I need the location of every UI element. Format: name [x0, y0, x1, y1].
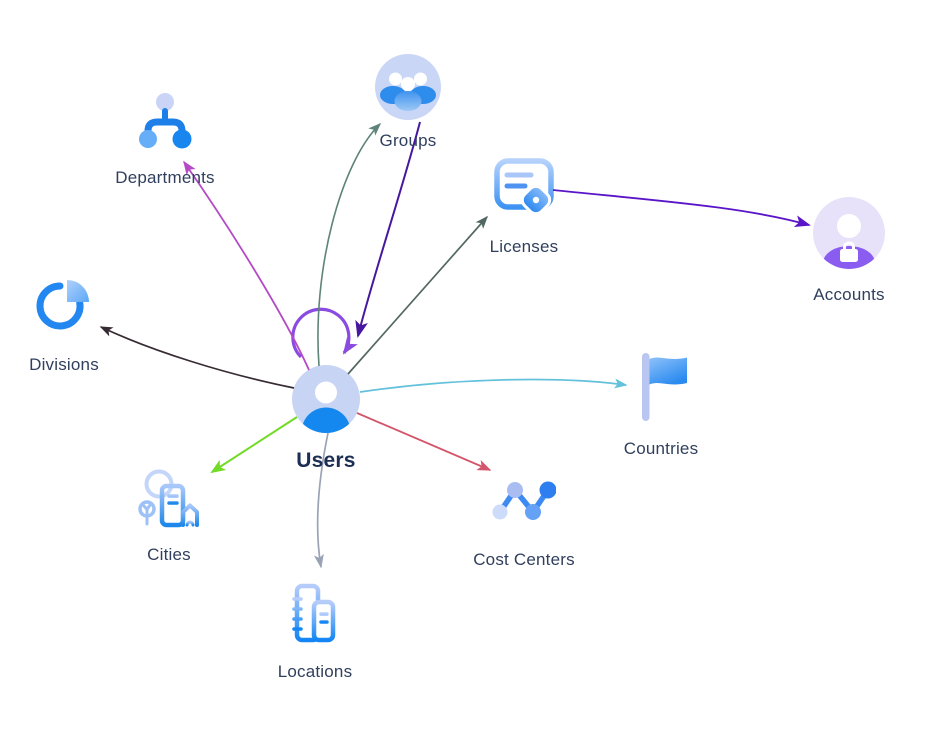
node-cities[interactable]: Cities — [138, 463, 235, 565]
node-label-accounts: Accounts — [813, 285, 885, 304]
buildings-icon — [285, 580, 345, 651]
edge-users-licenses — [347, 215, 488, 375]
node-label-licenses: Licenses — [489, 237, 559, 256]
node-label-cost-centers: Cost Centers — [473, 550, 575, 569]
node-countries[interactable]: Countries — [624, 351, 736, 459]
node-users[interactable]: Users — [292, 365, 394, 473]
node-label-departments: Departments — [115, 168, 215, 187]
node-label-cities: Cities — [147, 545, 191, 564]
node-departments[interactable]: Departments — [115, 92, 265, 188]
edge-users-self-loop — [291, 307, 358, 359]
node-accounts[interactable]: Accounts — [813, 197, 921, 305]
node-locations[interactable]: Locations — [278, 580, 390, 682]
user-avatar-icon — [292, 365, 360, 438]
node-label-groups: Groups — [379, 131, 437, 150]
edge-users-groups — [317, 122, 382, 367]
node-groups[interactable]: Groups — [375, 54, 474, 151]
edge-users-departments — [183, 160, 310, 371]
node-label-countries: Countries — [623, 439, 699, 458]
node-cost-centers[interactable]: Cost Centers — [473, 476, 626, 570]
line-graph-icon — [492, 476, 557, 531]
node-label-locations: Locations — [277, 662, 353, 681]
node-label-users: Users — [296, 449, 356, 472]
license-certificate-icon — [492, 154, 556, 223]
org-chart-icon — [133, 92, 197, 155]
account-avatar-icon — [813, 197, 885, 274]
flag-icon — [629, 351, 693, 428]
node-divisions[interactable]: Divisions — [29, 272, 134, 375]
node-licenses[interactable]: Licenses — [490, 154, 593, 257]
node-label-divisions: Divisions — [29, 355, 99, 374]
edge-users-countries — [359, 378, 628, 393]
groups-avatar-icon — [375, 54, 441, 125]
edge-groups-users — [355, 121, 421, 338]
cityscape-icon — [136, 463, 202, 534]
pie-chart-icon — [32, 272, 96, 341]
